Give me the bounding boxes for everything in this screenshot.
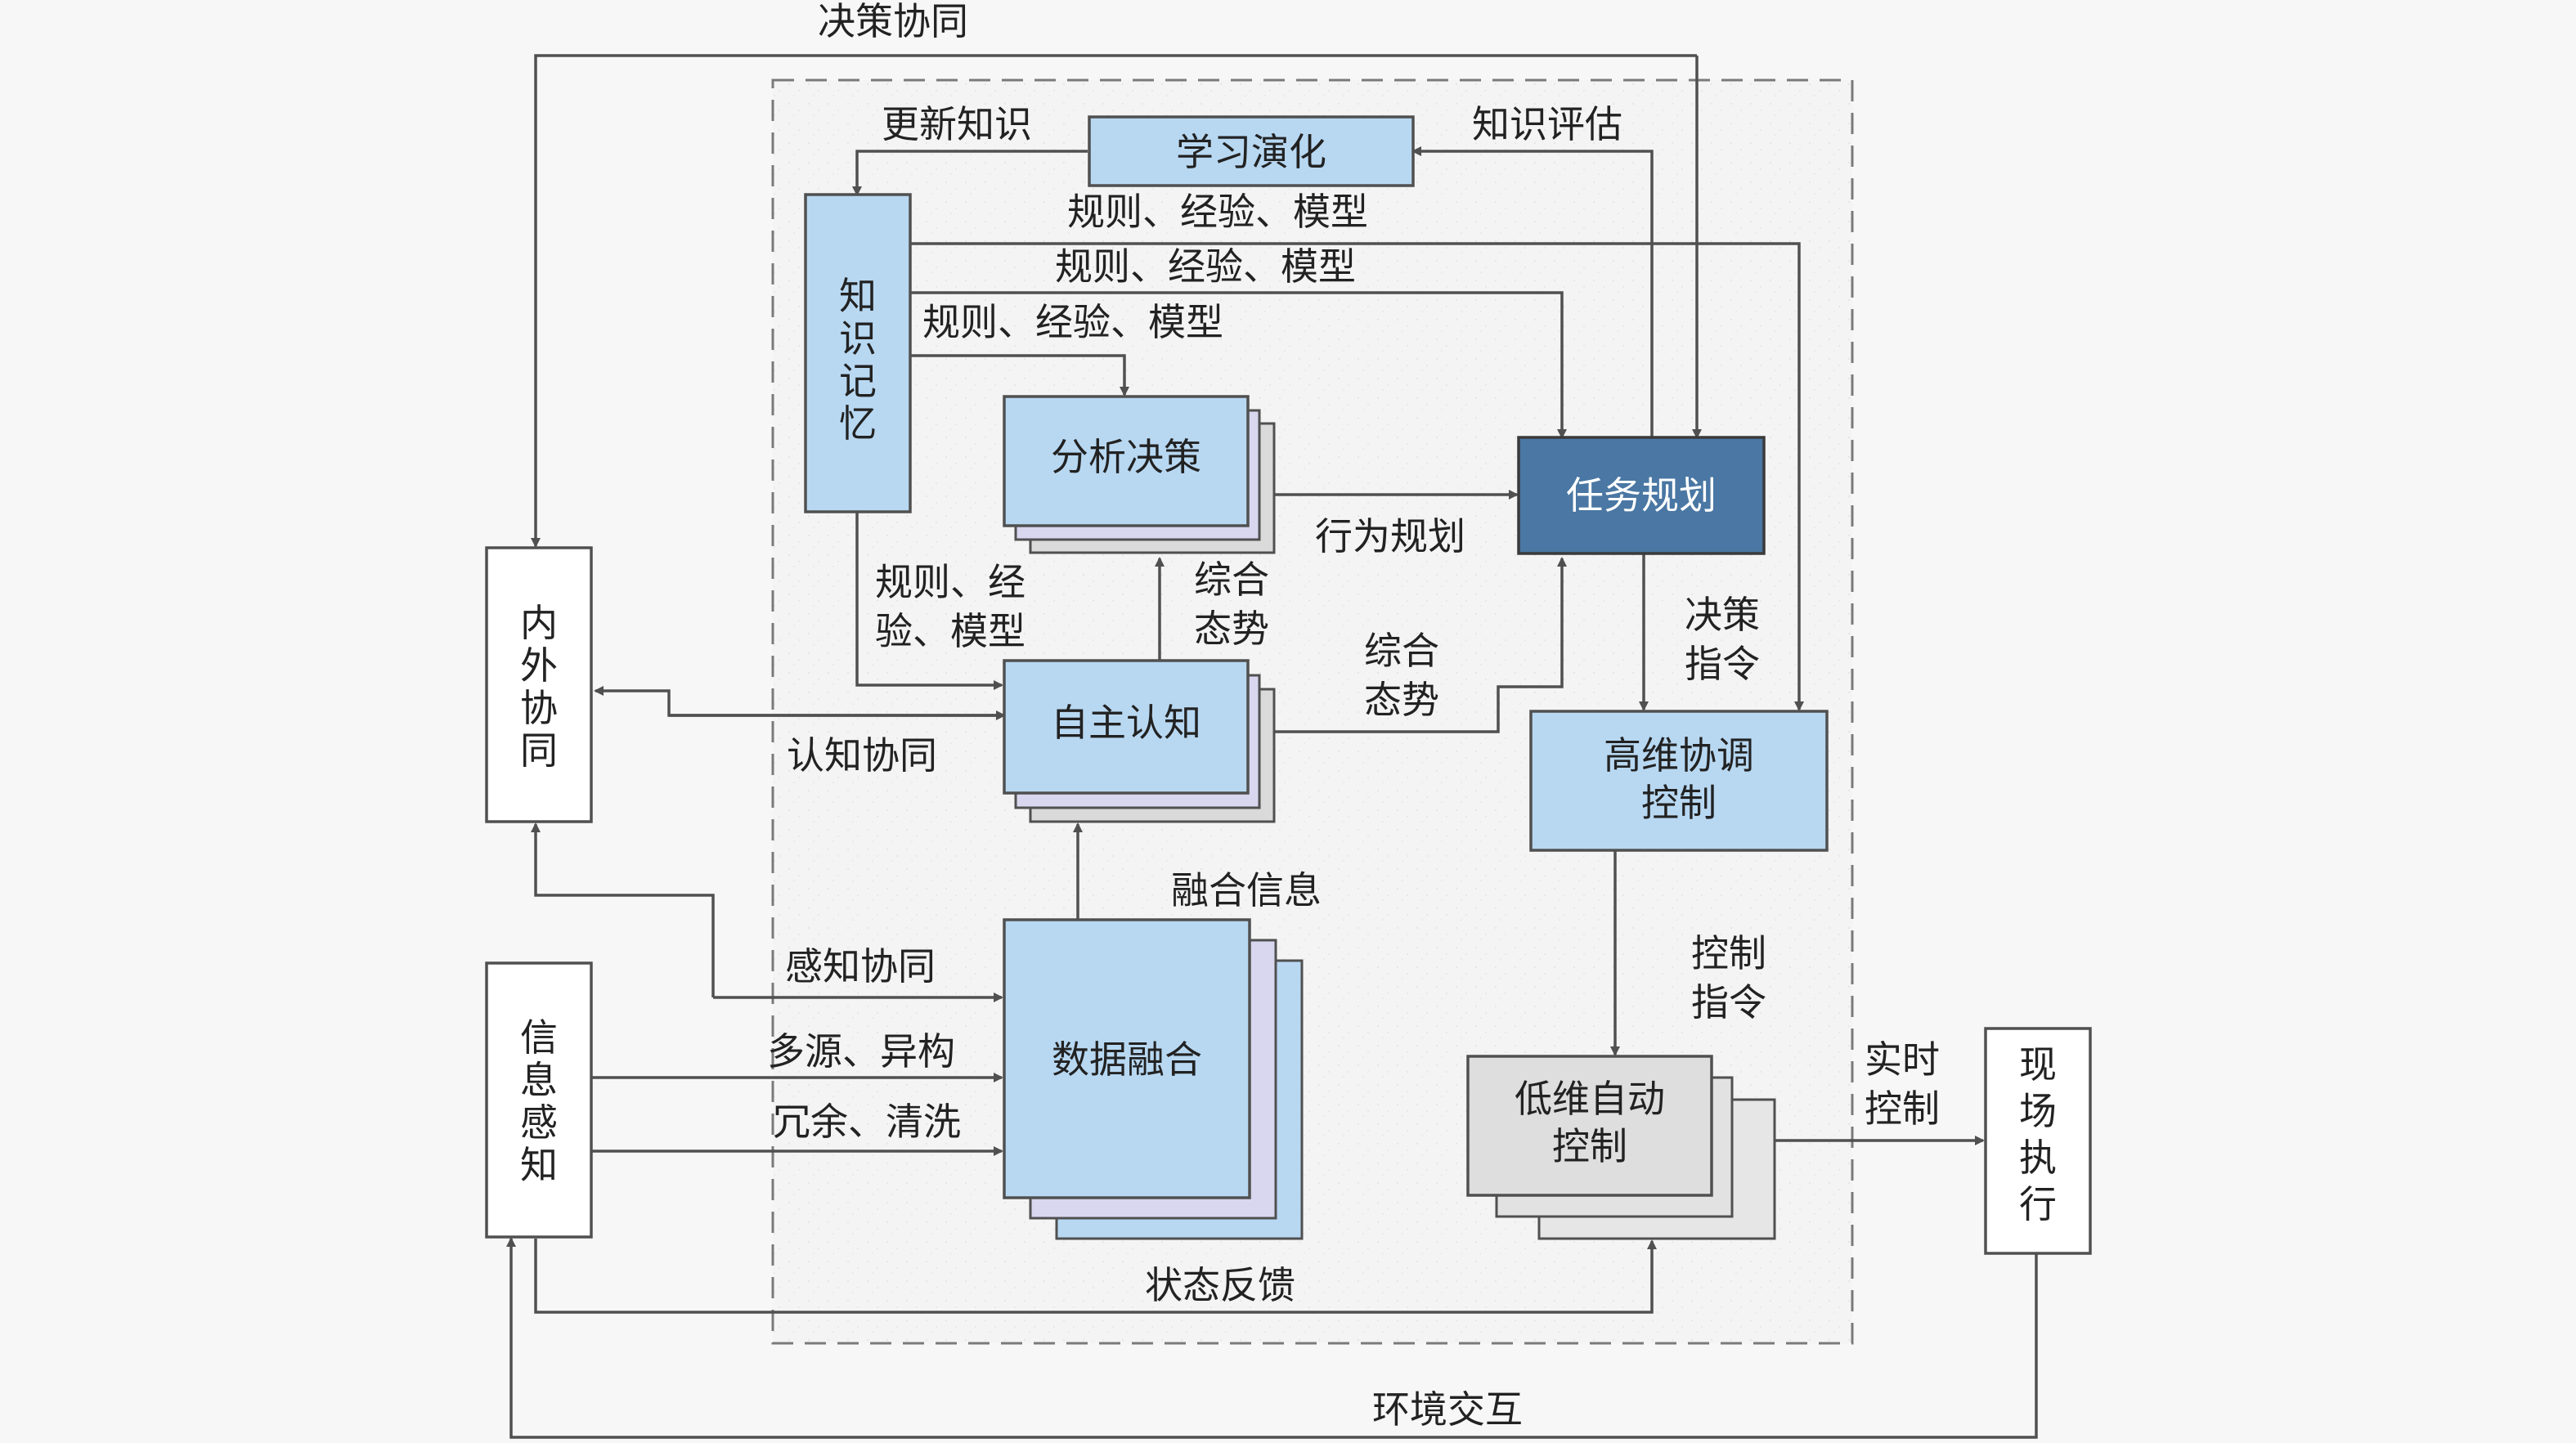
node-field-1: 现 <box>2019 1042 2057 1087</box>
node-inner-outer-1: 内 <box>520 601 558 645</box>
edge-decision-coop-to-inner <box>531 54 1697 548</box>
node-high-ctrl-box <box>1529 710 1829 852</box>
node-knowledge-box <box>804 193 912 513</box>
label-update-knowledge: 更新知识 <box>882 102 1032 146</box>
node-knowledge-3: 记 <box>839 359 877 403</box>
label-rules-1: 规则、经验、模型 <box>1067 190 1368 234</box>
edge-knowledge-eval <box>1411 146 1654 546</box>
node-sensing-2: 息 <box>520 1058 558 1102</box>
node-field-4: 行 <box>2019 1182 2057 1226</box>
node-knowledge-2: 识 <box>839 316 877 361</box>
node-field-box <box>1984 1027 2092 1255</box>
node-knowledge-1: 知 <box>839 274 877 318</box>
label-control-cmd-a: 控制 <box>1691 931 1766 975</box>
label-control-cmd-b: 指令 <box>1691 980 1766 1024</box>
edge-rules-to-analysis <box>909 354 1129 397</box>
label-decision-cmd-a: 决策 <box>1685 593 1760 637</box>
node-high-ctrl-line1: 高维协调 <box>1604 733 1754 778</box>
edge-rules-to-high-ctrl <box>909 242 1804 711</box>
node-low-ctrl-line1: 低维自动 <box>1515 1077 1665 1121</box>
label-situation-2a: 综合 <box>1364 629 1439 673</box>
label-state-feedback: 状态反馈 <box>1145 1263 1295 1307</box>
node-inner-outer-box <box>485 546 593 823</box>
label-situation-2b: 态势 <box>1364 678 1439 722</box>
node-cognition-box <box>1003 659 1250 795</box>
label-env-interact: 环境交互 <box>1372 1387 1523 1432</box>
node-learning-box <box>1088 115 1415 187</box>
node-field-2: 场 <box>2019 1089 2057 1133</box>
node-high-ctrl-line2: 控制 <box>1641 781 1717 825</box>
node-sensing-1: 信 <box>520 1015 558 1060</box>
node-sensing-3: 感 <box>520 1100 558 1145</box>
edge-rules-to-task <box>909 291 1567 439</box>
label-decision-cmd-b: 指令 <box>1685 642 1760 686</box>
node-analysis-box <box>1003 395 1250 527</box>
node-task: 任务规划 <box>1566 473 1717 518</box>
node-fusion: 数据融合 <box>1052 1037 1202 1082</box>
edge-cognition-to-task <box>1274 557 1567 733</box>
node-knowledge-4: 忆 <box>839 401 877 446</box>
node-field-3: 执 <box>2019 1136 2057 1180</box>
label-behavior-plan: 行为规划 <box>1315 514 1465 558</box>
node-learning: 学习演化 <box>1176 130 1326 174</box>
label-situation-1b: 态势 <box>1194 607 1269 651</box>
edge-perception-coop <box>531 822 715 997</box>
label-cognition-coop: 认知协同 <box>787 733 937 778</box>
node-inner-outer-3: 协 <box>520 686 558 730</box>
label-redundant: 冗余、清洗 <box>773 1100 961 1144</box>
node-task-box <box>1517 436 1766 555</box>
node-low-ctrl-box <box>1466 1055 1713 1197</box>
label-rules-3: 规则、经验、模型 <box>922 300 1223 344</box>
label-perception-coop: 感知协同 <box>785 944 936 988</box>
node-analysis: 分析决策 <box>1051 435 1201 479</box>
edge-env-interact <box>506 1237 2038 1439</box>
label-realtime-ctrl-b: 控制 <box>1865 1087 1940 1131</box>
label-situation-1a: 综合 <box>1194 558 1269 602</box>
node-sensing-box <box>485 961 593 1239</box>
edge-state-feedback <box>534 1239 1657 1314</box>
label-rules-2: 规则、经验、模型 <box>1055 244 1356 289</box>
label-rules-4b: 验、模型 <box>875 609 1025 653</box>
node-sensing-4: 知 <box>520 1143 558 1187</box>
label-rules-4a: 规则、经 <box>875 560 1025 604</box>
node-cognition: 自主认知 <box>1051 701 1201 745</box>
label-fused-info: 融合信息 <box>1171 868 1322 912</box>
label-knowledge-eval: 知识评估 <box>1472 102 1622 146</box>
label-realtime-ctrl-a: 实时 <box>1865 1037 1940 1082</box>
label-multi-source: 多源、异构 <box>767 1029 955 1073</box>
node-inner-outer-2: 外 <box>520 643 558 688</box>
node-inner-outer-4: 同 <box>520 728 558 773</box>
node-low-ctrl-line2: 控制 <box>1552 1124 1627 1168</box>
edge-rules-to-cognition <box>855 511 1003 690</box>
label-decision-coop: 决策协同 <box>818 0 968 43</box>
edge-cognition-coop-back <box>594 686 1004 717</box>
node-fusion-box <box>1003 918 1251 1199</box>
edge-update-knowledge <box>852 150 1088 196</box>
